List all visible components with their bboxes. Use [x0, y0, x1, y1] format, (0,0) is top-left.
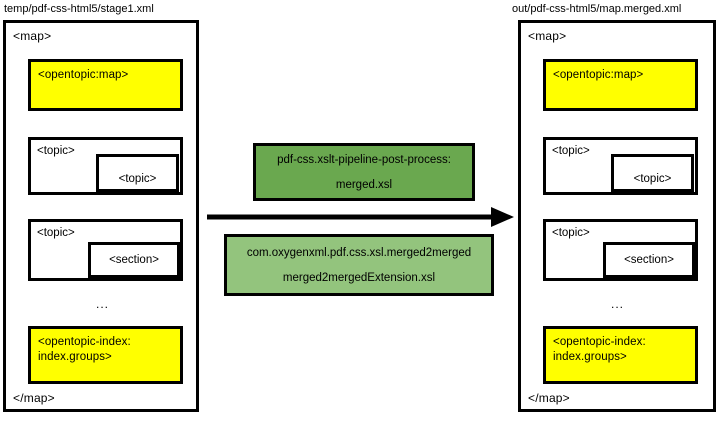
left-node-topic-section-outer-label: <topic>: [37, 227, 75, 239]
process-box-merged2merged-line1: com.oxygenxml.pdf.css.xsl.merged2merged: [246, 246, 472, 259]
left-document-panel: <map> <opentopic:map> <topic> <topic> <t…: [3, 20, 199, 412]
left-node-opentopic-index-label-line2: index.groups>: [38, 351, 112, 363]
right-node-opentopic-map: <opentopic:map>: [543, 59, 698, 111]
right-node-topic-topic-outer-label: <topic>: [552, 145, 590, 157]
right-document-panel: <map> <opentopic:map> <topic> <topic> <t…: [518, 20, 716, 412]
process-box-merged2merged-line2: merged2mergedExtension.xsl: [282, 271, 436, 284]
right-file-path-caption: out/pdf-css-html5/map.merged.xml: [512, 3, 682, 15]
right-node-topic-topic-inner: <topic>: [611, 154, 694, 192]
right-node-topic-topic-inner-label: <topic>: [633, 173, 672, 185]
left-node-opentopic-map-label: <opentopic:map>: [38, 69, 129, 81]
transformation-arrow: [207, 206, 515, 228]
process-box-post-process-line2: merged.xsl: [335, 178, 393, 191]
process-box-post-process-line1: pdf-css.xslt-pipeline-post-process:: [277, 153, 451, 166]
left-node-opentopic-map: <opentopic:map>: [28, 59, 183, 111]
right-node-opentopic-index-label-line1: <opentopic-index:: [553, 336, 646, 348]
left-file-path-caption: temp/pdf-css-html5/stage1.xml: [4, 3, 154, 15]
right-nodes-ellipsis: ...: [611, 297, 625, 311]
right-node-opentopic-index-label-line2: index.groups>: [553, 351, 627, 363]
process-box-post-process: pdf-css.xslt-pipeline-post-process: merg…: [253, 143, 475, 201]
right-node-topic-section: <topic> <section>: [543, 219, 698, 281]
process-box-merged2merged: com.oxygenxml.pdf.css.xsl.merged2merged …: [224, 234, 494, 296]
left-node-topic-section-inner-label: <section>: [109, 254, 159, 266]
left-node-topic-topic-inner-label: <topic>: [118, 173, 157, 185]
arrow-right-icon: [207, 207, 514, 227]
left-node-topic-topic: <topic> <topic>: [28, 137, 183, 195]
left-node-topic-section-inner: <section>: [88, 242, 180, 278]
left-map-open-tag: <map>: [13, 29, 52, 43]
right-node-opentopic-index: <opentopic-index: index.groups>: [543, 326, 698, 384]
right-node-topic-section-inner: <section>: [603, 242, 695, 278]
left-nodes-ellipsis: ...: [96, 297, 110, 311]
right-node-topic-section-outer-label: <topic>: [552, 227, 590, 239]
left-node-topic-topic-inner: <topic>: [96, 154, 179, 192]
right-node-opentopic-map-label: <opentopic:map>: [553, 69, 644, 81]
right-node-topic-section-inner-label: <section>: [624, 254, 674, 266]
right-map-open-tag: <map>: [528, 29, 567, 43]
left-node-topic-section: <topic> <section>: [28, 219, 183, 281]
right-map-close-tag: </map>: [528, 391, 570, 405]
left-node-opentopic-index-label-line1: <opentopic-index:: [38, 336, 131, 348]
left-node-topic-topic-outer-label: <topic>: [37, 145, 75, 157]
right-node-topic-topic: <topic> <topic>: [543, 137, 698, 195]
left-map-close-tag: </map>: [13, 391, 55, 405]
left-node-opentopic-index: <opentopic-index: index.groups>: [28, 326, 183, 384]
